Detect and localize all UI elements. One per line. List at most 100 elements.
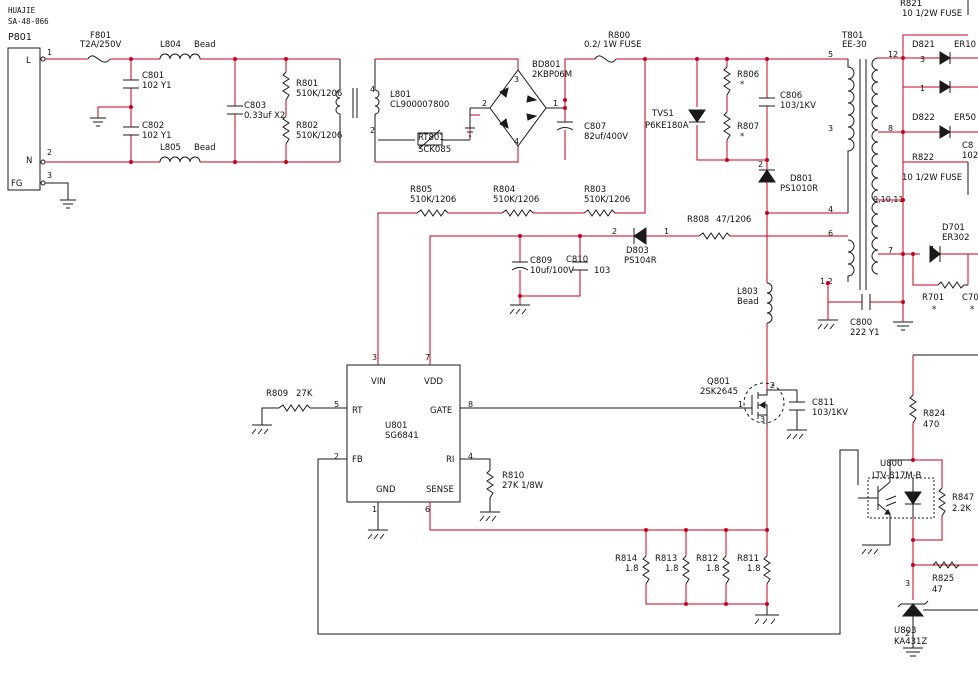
r808-value: 47/1206 bbox=[716, 215, 751, 225]
c8x-ref: C8 bbox=[962, 141, 973, 151]
d801-ref: D801 bbox=[790, 174, 813, 184]
l805-ref: L805 bbox=[160, 143, 181, 153]
p801-terminal-1 bbox=[40, 56, 46, 62]
c803-value: 0.33uf X2 bbox=[244, 111, 285, 121]
r802-value: 510K/1206 bbox=[296, 131, 342, 141]
r800-ref: R800 bbox=[608, 31, 630, 41]
d701-value: ER302 bbox=[942, 233, 970, 243]
d821-ref: D821 bbox=[912, 40, 935, 50]
t801-value: EE-30 bbox=[842, 40, 867, 50]
wire-sense-bot bbox=[645, 584, 768, 605]
bd801-pin4: 4 bbox=[514, 137, 519, 146]
diode-d803 bbox=[633, 227, 647, 245]
d822-ref: D822 bbox=[912, 113, 935, 123]
d801-pin2: 2 bbox=[758, 160, 763, 169]
resistor-r801 bbox=[282, 71, 290, 101]
d701-pin1: 1 bbox=[930, 245, 935, 254]
capacitor-c803 bbox=[227, 105, 243, 115]
wire-c80x-gnd bbox=[97, 106, 131, 118]
t801-pin3: 3 bbox=[828, 124, 833, 133]
r809-value: 27K bbox=[296, 389, 313, 399]
header-model: SA-48-066 bbox=[8, 17, 49, 26]
q801-ref: Q801 bbox=[707, 377, 730, 387]
bd801-pin1: 1 bbox=[553, 99, 558, 108]
r812-value: 1.8 bbox=[706, 564, 720, 574]
r809-ref: R809 bbox=[266, 389, 288, 399]
capacitor-c801-c802 bbox=[123, 79, 139, 136]
u803-pin2: 2 bbox=[905, 629, 910, 638]
r801-ref: R801 bbox=[296, 79, 318, 89]
wire-d821 bbox=[903, 57, 978, 88]
c802-value: 102 Y1 bbox=[142, 131, 172, 141]
capacitor-c807 bbox=[556, 121, 574, 131]
t801-pin5: 5 bbox=[828, 50, 833, 59]
p801-n1: 1 bbox=[47, 48, 52, 57]
u801-pin8: 8 bbox=[468, 400, 473, 409]
wire-bulk-up bbox=[564, 58, 595, 100]
r805-value: 510K/1206 bbox=[410, 195, 456, 205]
d701-ref: D701 bbox=[942, 223, 965, 233]
ground-c800-sec bbox=[893, 321, 913, 331]
r808-ref: R808 bbox=[687, 215, 709, 225]
choke-l801-b bbox=[374, 59, 380, 115]
u801-pin-vdd: VDD bbox=[424, 377, 443, 387]
r806-ref: R806 bbox=[737, 70, 759, 80]
resistor-r809 bbox=[278, 404, 311, 412]
t801-pin12-sec: 12 bbox=[888, 50, 898, 59]
wire-choke-bridge-top bbox=[375, 58, 519, 70]
optocoupler-u800 bbox=[858, 477, 935, 519]
d801-value: PS1010R bbox=[780, 184, 818, 194]
resistor-r825 bbox=[932, 561, 960, 569]
c800-ref: C800 bbox=[850, 318, 872, 328]
t801-pin6: 6 bbox=[828, 229, 833, 238]
fg-ground bbox=[45, 182, 76, 209]
r701-value: * bbox=[932, 305, 936, 315]
r811-ref: R811 bbox=[737, 554, 759, 564]
header-brand: HUAJIE bbox=[8, 6, 36, 15]
c803-ref: C803 bbox=[244, 101, 266, 111]
r806-value: * bbox=[740, 80, 744, 90]
capacitor-c809 bbox=[511, 261, 529, 271]
capacitor-c811 bbox=[789, 401, 805, 411]
d803-pin1: 1 bbox=[664, 227, 669, 236]
rt801-ref: RT801 bbox=[418, 133, 445, 143]
r821-ref: R821 bbox=[900, 0, 922, 9]
u801-ref: U801 bbox=[385, 421, 407, 431]
r813-value: 1.8 bbox=[665, 564, 679, 574]
tvs1-ref: TVS1 bbox=[651, 109, 674, 119]
r824-ref: R824 bbox=[923, 409, 945, 419]
resistor-r811 bbox=[763, 555, 771, 585]
d821-pin1: 1 bbox=[920, 84, 925, 93]
l801-ref: L801 bbox=[390, 90, 411, 100]
resistor-r813 bbox=[682, 555, 690, 585]
wire-u800 bbox=[889, 459, 913, 545]
c8x-value: 102 bbox=[962, 151, 978, 161]
inductor-l804 bbox=[159, 53, 201, 60]
u801-pin3: 3 bbox=[372, 353, 377, 362]
r810-value: 27K 1/8W bbox=[502, 481, 544, 491]
r847-ref: R847 bbox=[952, 493, 974, 503]
r825-ref: R825 bbox=[932, 574, 954, 584]
c809-value: 10uf/100V bbox=[530, 266, 574, 276]
wire-vdd bbox=[429, 235, 634, 365]
p801-terminal-2 bbox=[40, 159, 46, 165]
thermistor-rt801-slash bbox=[419, 129, 441, 149]
resistor-r803 bbox=[583, 209, 616, 217]
l803-value: Bead bbox=[737, 297, 759, 307]
r803-ref: R803 bbox=[584, 185, 606, 195]
p801-pin-n: N bbox=[26, 156, 32, 166]
wire-vin bbox=[377, 212, 417, 365]
ground-c811 bbox=[786, 429, 807, 440]
c801-value: 102 Y1 bbox=[142, 81, 172, 91]
bd801-value: 2KBP06M bbox=[532, 70, 572, 80]
r847-value: 2.2K bbox=[952, 504, 972, 514]
q801-value: 2SK2645 bbox=[700, 387, 738, 397]
ic-u801: VIN VDD RT GATE FB RI GND SENSE U801 SG6… bbox=[334, 353, 473, 514]
er5-ref: ER50 bbox=[954, 113, 976, 123]
tvs1-value: P6KE180A bbox=[645, 121, 689, 131]
r811-value: 1.8 bbox=[747, 564, 761, 574]
r800-value: 0.2/ 1W FUSE bbox=[584, 40, 641, 50]
bd801-pin2: 2 bbox=[482, 99, 487, 108]
resistor-r810 bbox=[486, 469, 494, 512]
d803-ref: D803 bbox=[626, 246, 649, 256]
